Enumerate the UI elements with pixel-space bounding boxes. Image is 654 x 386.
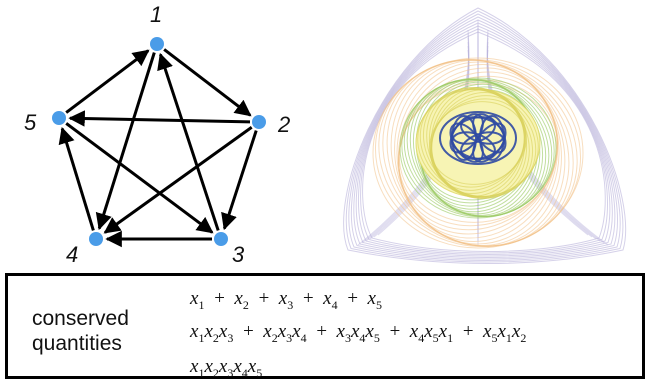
- formula-full-product: x1x2x3x4x5: [190, 356, 263, 380]
- green-orbit-shell: [403, 79, 553, 217]
- blue-inner-orbit: [472, 113, 507, 154]
- edge-3-to-1: [157, 52, 220, 231]
- edge-4-to-5: [58, 126, 95, 231]
- orange-orbit-shell: [374, 58, 582, 248]
- purple-orbit-loop: [348, 13, 621, 261]
- orange-orbit-shell: [390, 59, 566, 247]
- edge-5-to-3: [65, 122, 214, 234]
- formula-sum: x1 + x2 + x3 + x4 + x5: [190, 288, 382, 312]
- orange-orbit-shell: [394, 59, 562, 247]
- orange-orbit-shell: [382, 59, 574, 247]
- node-5: [52, 111, 66, 125]
- orange-orbit-shell: [378, 59, 578, 247]
- purple-orbit-loop: [353, 19, 616, 258]
- graph-edges: [58, 48, 258, 248]
- directed-graph: 1 2 3 4 5: [24, 2, 290, 267]
- edge-2-to-3: [221, 130, 258, 231]
- node-label-5: 5: [24, 110, 37, 135]
- yellow-orbit-shell: [430, 95, 526, 191]
- edge-2-to-4: [103, 126, 253, 234]
- yellow-orbit-shell: [429, 98, 527, 188]
- orange-orbit-shell: [396, 61, 560, 245]
- green-orbit-shell: [406, 79, 550, 217]
- orbit-visualization: [343, 7, 627, 264]
- edge-1-to-2: [163, 48, 252, 117]
- node-3: [214, 232, 228, 246]
- node-label-4: 4: [66, 242, 78, 267]
- node-4: [89, 232, 103, 246]
- conserved-quantities-box: conserved quantities x1 + x2 + x3 + x4 +…: [5, 273, 645, 380]
- orange-orbit-shell: [397, 75, 559, 231]
- orange-orbit-shell: [372, 57, 584, 249]
- yellow-orbit-shell: [429, 101, 527, 185]
- green-orbit-shell: [401, 78, 555, 218]
- formula-triple-products: x1x2x3 + x2x3x4 + x3x4x5 + x4x5x1 + x5x1…: [190, 321, 527, 345]
- purple-orbit-loop: [357, 25, 611, 255]
- conserved-quantities-label: conserved quantities: [32, 306, 162, 356]
- graph-nodes: 1 2 3 4 5: [24, 2, 290, 267]
- green-orbit-shell: [399, 77, 557, 219]
- edge-1-to-4: [95, 52, 156, 231]
- node-label-3: 3: [232, 242, 245, 267]
- edge-2-to-5: [68, 110, 251, 127]
- node-1: [150, 37, 164, 51]
- purple-orbit-loop: [345, 10, 624, 263]
- node-label-1: 1: [150, 2, 162, 27]
- node-2: [252, 115, 266, 129]
- purple-orbit-loop: [350, 16, 618, 260]
- label-text: conserved quantities: [32, 307, 129, 355]
- yellow-orbit-fill: [415, 88, 541, 198]
- node-label-2: 2: [277, 112, 290, 137]
- purple-orbit-loop: [355, 22, 613, 257]
- edge-5-to-1: [65, 49, 150, 114]
- purple-orbit-loop: [362, 31, 606, 252]
- blue-inner-orbit: [460, 116, 505, 145]
- purple-orbit-loop: [343, 7, 627, 264]
- orange-orbit-shell: [386, 59, 570, 247]
- green-orbit-shell: [409, 78, 547, 218]
- purple-orbit-loop: [360, 28, 608, 254]
- blue-inner-ring: [439, 111, 517, 165]
